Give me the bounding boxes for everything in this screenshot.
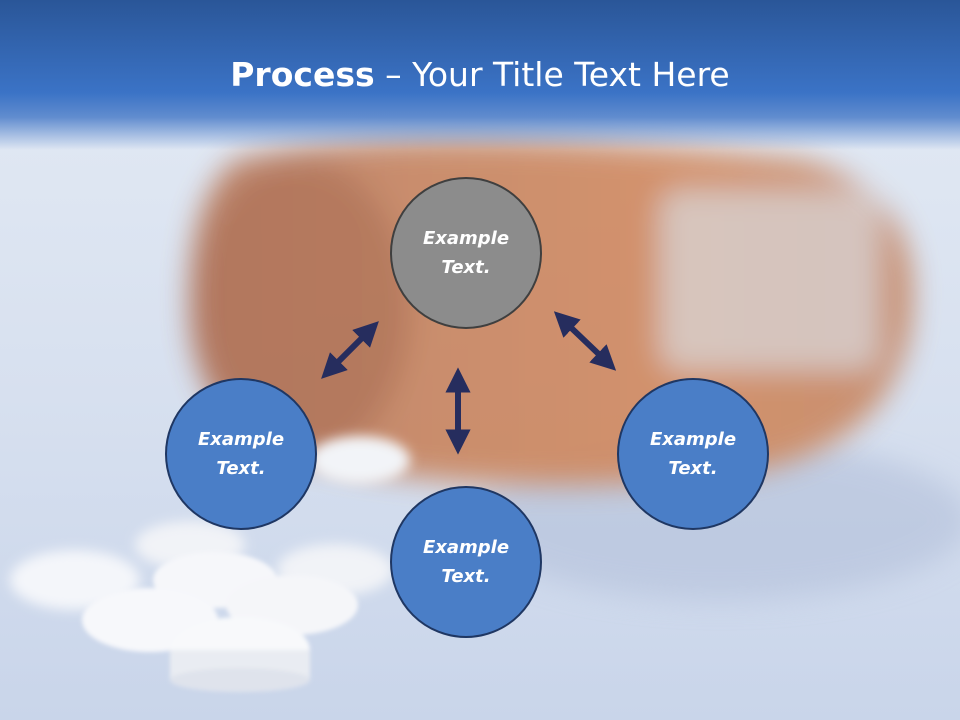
node-left-line1: Example bbox=[197, 429, 285, 450]
slide-title: Process – Your Title Text Here bbox=[0, 52, 960, 98]
title-bold-part: Process bbox=[230, 55, 375, 94]
node-top-line1: Example bbox=[422, 228, 510, 249]
node-right-line1: Example bbox=[649, 429, 737, 450]
node-bottom-line2: Text. bbox=[441, 566, 491, 587]
title-rest-part: – Your Title Text Here bbox=[374, 55, 730, 94]
title-bar bbox=[0, 0, 960, 150]
node-left-line2: Text. bbox=[216, 458, 266, 479]
node-right-line2: Text. bbox=[668, 458, 718, 479]
node-bottom-line1: Example bbox=[422, 537, 510, 558]
node-top-line2: Text. bbox=[441, 257, 491, 278]
